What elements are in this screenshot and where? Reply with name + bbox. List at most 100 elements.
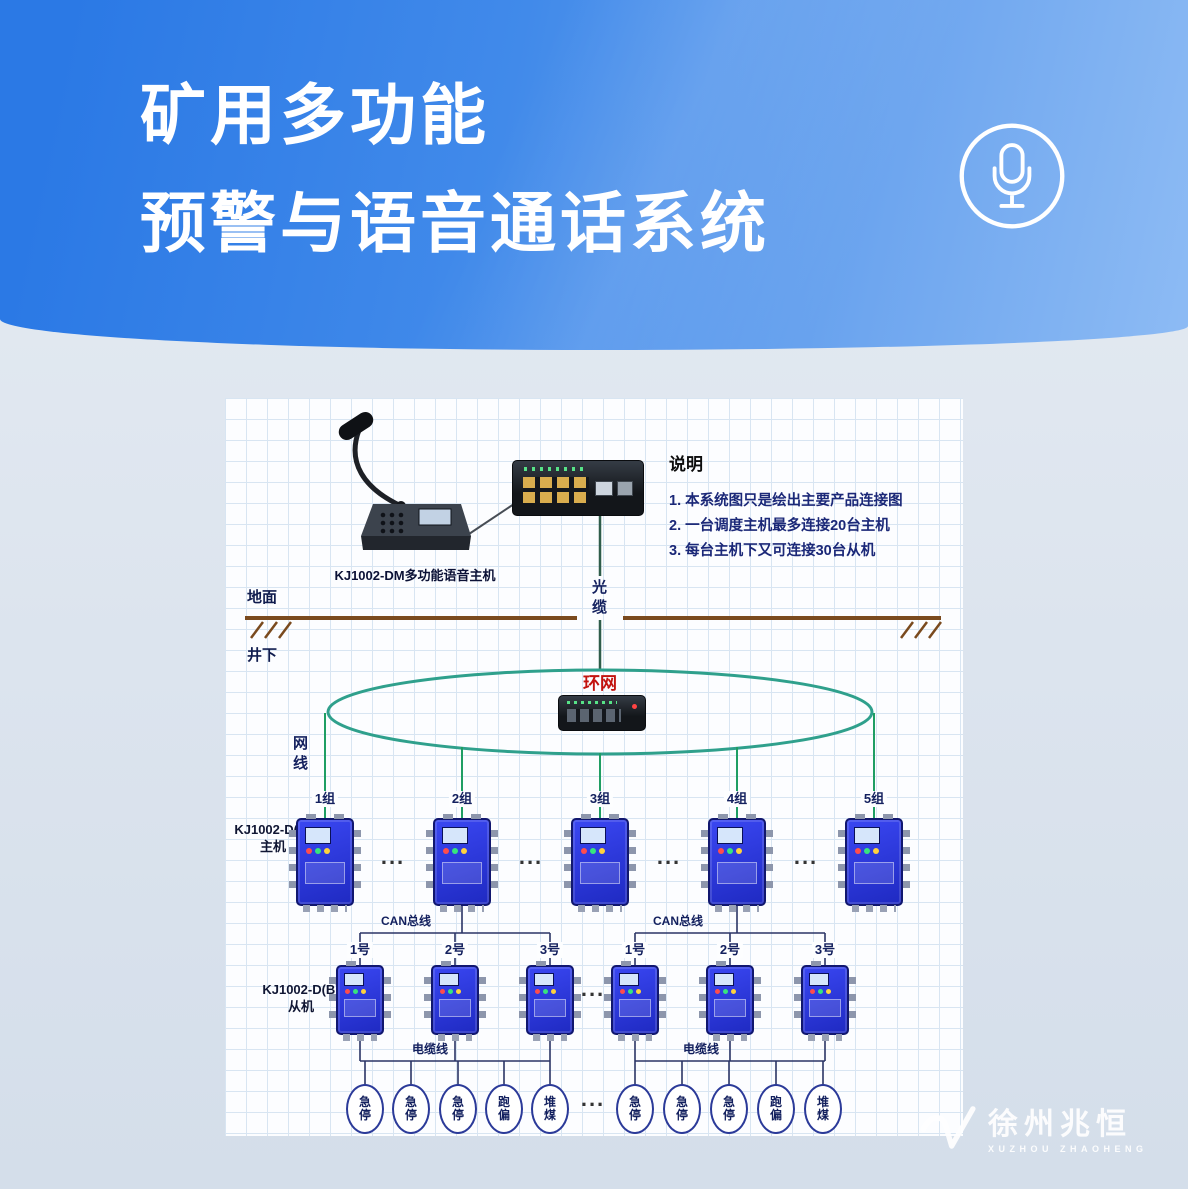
slave-device (424, 961, 486, 1041)
sensor-label: 急停 (628, 1094, 641, 1122)
device-cable-glands (713, 1034, 747, 1041)
device-mounting-ears (811, 961, 839, 966)
device-led-red (810, 989, 815, 994)
device-screen (717, 827, 743, 844)
system-diagram: KJ1002-DM多功能语音主机 说明 1. 本系统图只是绘出主要产品连接图 2… (225, 398, 963, 1136)
ellipsis: ... (580, 976, 606, 1001)
device-terminal-panel (809, 999, 841, 1017)
note-item-2: 2. 一台调度主机最多连接20台主机 (669, 518, 890, 534)
note-item-1: 1. 本系统图只是绘出主要产品连接图 (669, 493, 903, 509)
device-cable-glands (808, 1034, 842, 1041)
slave-number-label: 3号 (536, 942, 564, 958)
device-led-yellow (731, 989, 736, 994)
host-group-label: 3组 (586, 791, 614, 807)
device-led-yellow (736, 848, 742, 854)
notes-block: 说明 1. 本系统图只是绘出主要产品连接图 2. 一台调度主机最多连接20台主机… (669, 450, 954, 564)
device-screen (442, 827, 468, 844)
brand-watermark: 徐州兆恒 XUZHOU ZHAOHENG (918, 1104, 1148, 1158)
device-led-green (723, 989, 728, 994)
device-led-red (443, 848, 449, 854)
device-terminal-panel (714, 999, 746, 1017)
device-cable-glands (343, 1034, 377, 1041)
sensor-node: 跑偏 (485, 1084, 523, 1134)
brand-subtitle: XUZHOU ZHAOHENG (988, 1144, 1148, 1154)
device-led-green (543, 989, 548, 994)
device-mounting-ears (718, 814, 756, 819)
device-terminal-panel (442, 862, 482, 884)
sensor-label: 堆煤 (543, 1094, 556, 1122)
device-led-green (818, 989, 823, 994)
notes-title: 说明 (669, 455, 703, 474)
sensor-node: 急停 (616, 1084, 654, 1134)
net-cable-label: 网线 (292, 735, 308, 772)
device-screen (809, 973, 829, 986)
device-screen (714, 973, 734, 986)
device-screen (305, 827, 331, 844)
brand-logo-icon (920, 1106, 976, 1149)
device-mounting-ears (346, 961, 374, 966)
slave-number-label: 2号 (716, 942, 744, 958)
host-device (701, 814, 773, 912)
sensor-node: 急停 (439, 1084, 477, 1134)
sensor-node: 急停 (663, 1084, 701, 1134)
device-terminal-panel (619, 999, 651, 1017)
ellipsis: ... (518, 844, 544, 869)
sensor-label: 急停 (451, 1094, 464, 1122)
sensor-node: 急停 (710, 1084, 748, 1134)
slave-number-label: 1号 (621, 942, 649, 958)
underground-label: 井下 (247, 647, 278, 664)
device-cable-glands (440, 905, 484, 912)
slave-device (699, 961, 761, 1041)
device-led-yellow (456, 989, 461, 994)
ring-switch-power-led (632, 704, 637, 709)
device-mounting-ears (581, 814, 619, 819)
device-led-red (718, 848, 724, 854)
device-led-yellow (599, 848, 605, 854)
host-group-label: 2组 (448, 791, 476, 807)
device-led-yellow (324, 848, 330, 854)
ring-switch-led-strip (567, 701, 617, 704)
device-led-green (315, 848, 321, 854)
device-led-red (440, 989, 445, 994)
device-led-red (620, 989, 625, 994)
device-led-green (628, 989, 633, 994)
sensor-label: 急停 (722, 1094, 735, 1122)
host-device (289, 814, 361, 912)
microphone-icon (959, 123, 1065, 229)
sensor-node: 堆煤 (804, 1084, 842, 1134)
device-led-red (855, 848, 861, 854)
device-led-green (727, 848, 733, 854)
device-mounting-ears (621, 961, 649, 966)
slave-device (794, 961, 856, 1041)
device-led-red (581, 848, 587, 854)
device-led-red (345, 989, 350, 994)
sensor-node: 急停 (346, 1084, 384, 1134)
sensor-label: 堆煤 (816, 1094, 829, 1122)
host-group-label: 5组 (860, 791, 888, 807)
ellipsis: ... (380, 844, 406, 869)
device-terminal-panel (717, 862, 757, 884)
slave-number-label: 2号 (441, 942, 469, 958)
ellipsis: ... (793, 844, 819, 869)
device-screen (619, 973, 639, 986)
console-label: KJ1002-DM多功能语音主机 (334, 568, 496, 583)
device-mounting-ears (306, 814, 344, 819)
device-terminal-panel (439, 999, 471, 1017)
console-illustration (338, 412, 471, 550)
switch-sfp-port (617, 481, 633, 496)
dispatch-console-device (317, 408, 477, 558)
device-cable-glands (715, 905, 759, 912)
ring-switch-device (558, 695, 646, 731)
fiber-label: 光缆 (591, 579, 607, 616)
device-led-yellow (551, 989, 556, 994)
device-led-yellow (636, 989, 641, 994)
sensor-label: 跑偏 (497, 1094, 510, 1122)
ellipsis: ... (656, 844, 682, 869)
device-cable-glands (438, 1034, 472, 1041)
slave-number-label: 3号 (811, 942, 839, 958)
slave-number-label: 1号 (346, 942, 374, 958)
device-led-red (535, 989, 540, 994)
device-led-yellow (361, 989, 366, 994)
device-screen (344, 973, 364, 986)
brand-name: 徐州兆恒 (988, 1108, 1132, 1141)
